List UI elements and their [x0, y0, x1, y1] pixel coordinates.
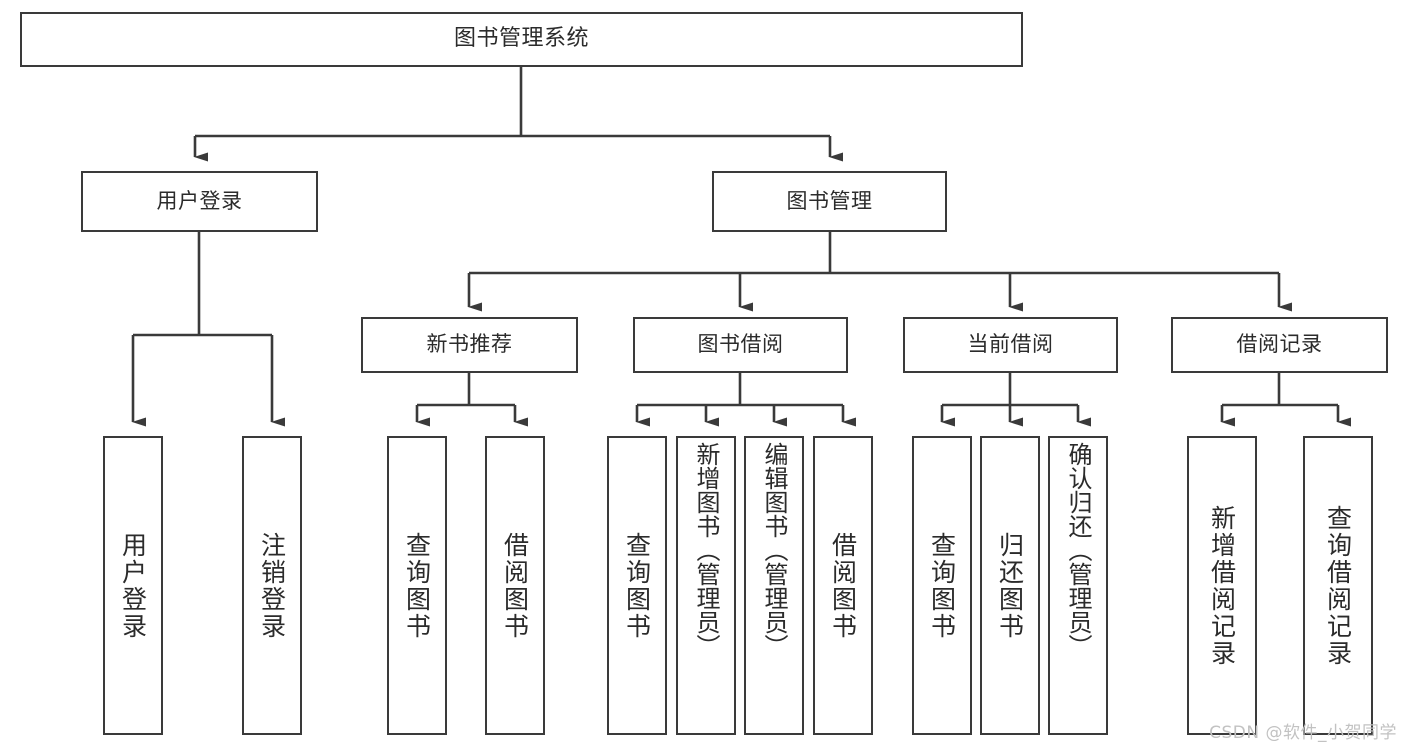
node-label: 借阅记录 — [1236, 332, 1323, 357]
node-label: 编辑图书（管理员） — [760, 442, 788, 658]
node-book-management[interactable]: 图书管理 — [712, 171, 947, 232]
node-book-borrow[interactable]: 图书借阅 — [633, 317, 848, 373]
node-label: 新书推荐 — [426, 332, 513, 357]
node-label: 确认归还（管理员） — [1064, 442, 1092, 658]
node-new-book-recommend[interactable]: 新书推荐 — [361, 317, 578, 373]
node-label: 图书管理 — [786, 188, 873, 213]
node-label: 当前借阅 — [967, 332, 1054, 357]
node-leaf-confirm-return-admin[interactable]: 确认归还（管理员） — [1048, 436, 1108, 735]
node-leaf-query-book-recommend[interactable]: 查询图书 — [387, 436, 447, 735]
node-root-book-management-system[interactable]: 图书管理系统 — [20, 12, 1023, 67]
node-leaf-edit-book-admin[interactable]: 编辑图书（管理员） — [744, 436, 804, 735]
node-label: 用户登录 — [156, 188, 243, 213]
node-leaf-user-login[interactable]: 用户登录 — [103, 436, 163, 735]
node-leaf-add-borrow-record[interactable]: 新增借阅记录 — [1187, 436, 1257, 735]
node-leaf-add-book-admin[interactable]: 新增图书（管理员） — [676, 436, 736, 735]
node-leaf-borrow-book-borrow[interactable]: 借阅图书 — [813, 436, 873, 735]
node-label: 图书借阅 — [697, 332, 784, 357]
node-label: 新增借阅记录 — [1207, 504, 1237, 667]
node-leaf-borrow-book-recommend[interactable]: 借阅图书 — [485, 436, 545, 735]
node-label: 用户登录 — [118, 531, 148, 640]
csdn-watermark: CSDN @软件_小贺同学 — [1209, 723, 1397, 743]
node-label: 借阅图书 — [828, 531, 858, 640]
node-label: 借阅图书 — [500, 531, 530, 640]
node-current-borrow[interactable]: 当前借阅 — [903, 317, 1118, 373]
node-label: 查询借阅记录 — [1323, 504, 1353, 667]
node-label: 归还图书 — [995, 531, 1025, 640]
node-label: 新增图书（管理员） — [692, 442, 720, 658]
node-user-login[interactable]: 用户登录 — [81, 171, 318, 232]
node-leaf-return-book[interactable]: 归还图书 — [980, 436, 1040, 735]
node-borrow-record[interactable]: 借阅记录 — [1171, 317, 1388, 373]
node-leaf-query-borrow-record[interactable]: 查询借阅记录 — [1303, 436, 1373, 735]
node-label: 注销登录 — [257, 531, 287, 640]
node-label: 查询图书 — [402, 531, 432, 640]
node-leaf-logout-login[interactable]: 注销登录 — [242, 436, 302, 735]
node-label: 查询图书 — [927, 531, 957, 640]
node-leaf-query-book-borrow[interactable]: 查询图书 — [607, 436, 667, 735]
node-leaf-query-book-current[interactable]: 查询图书 — [912, 436, 972, 735]
node-label: 查询图书 — [622, 531, 652, 640]
node-label: 图书管理系统 — [453, 26, 589, 52]
